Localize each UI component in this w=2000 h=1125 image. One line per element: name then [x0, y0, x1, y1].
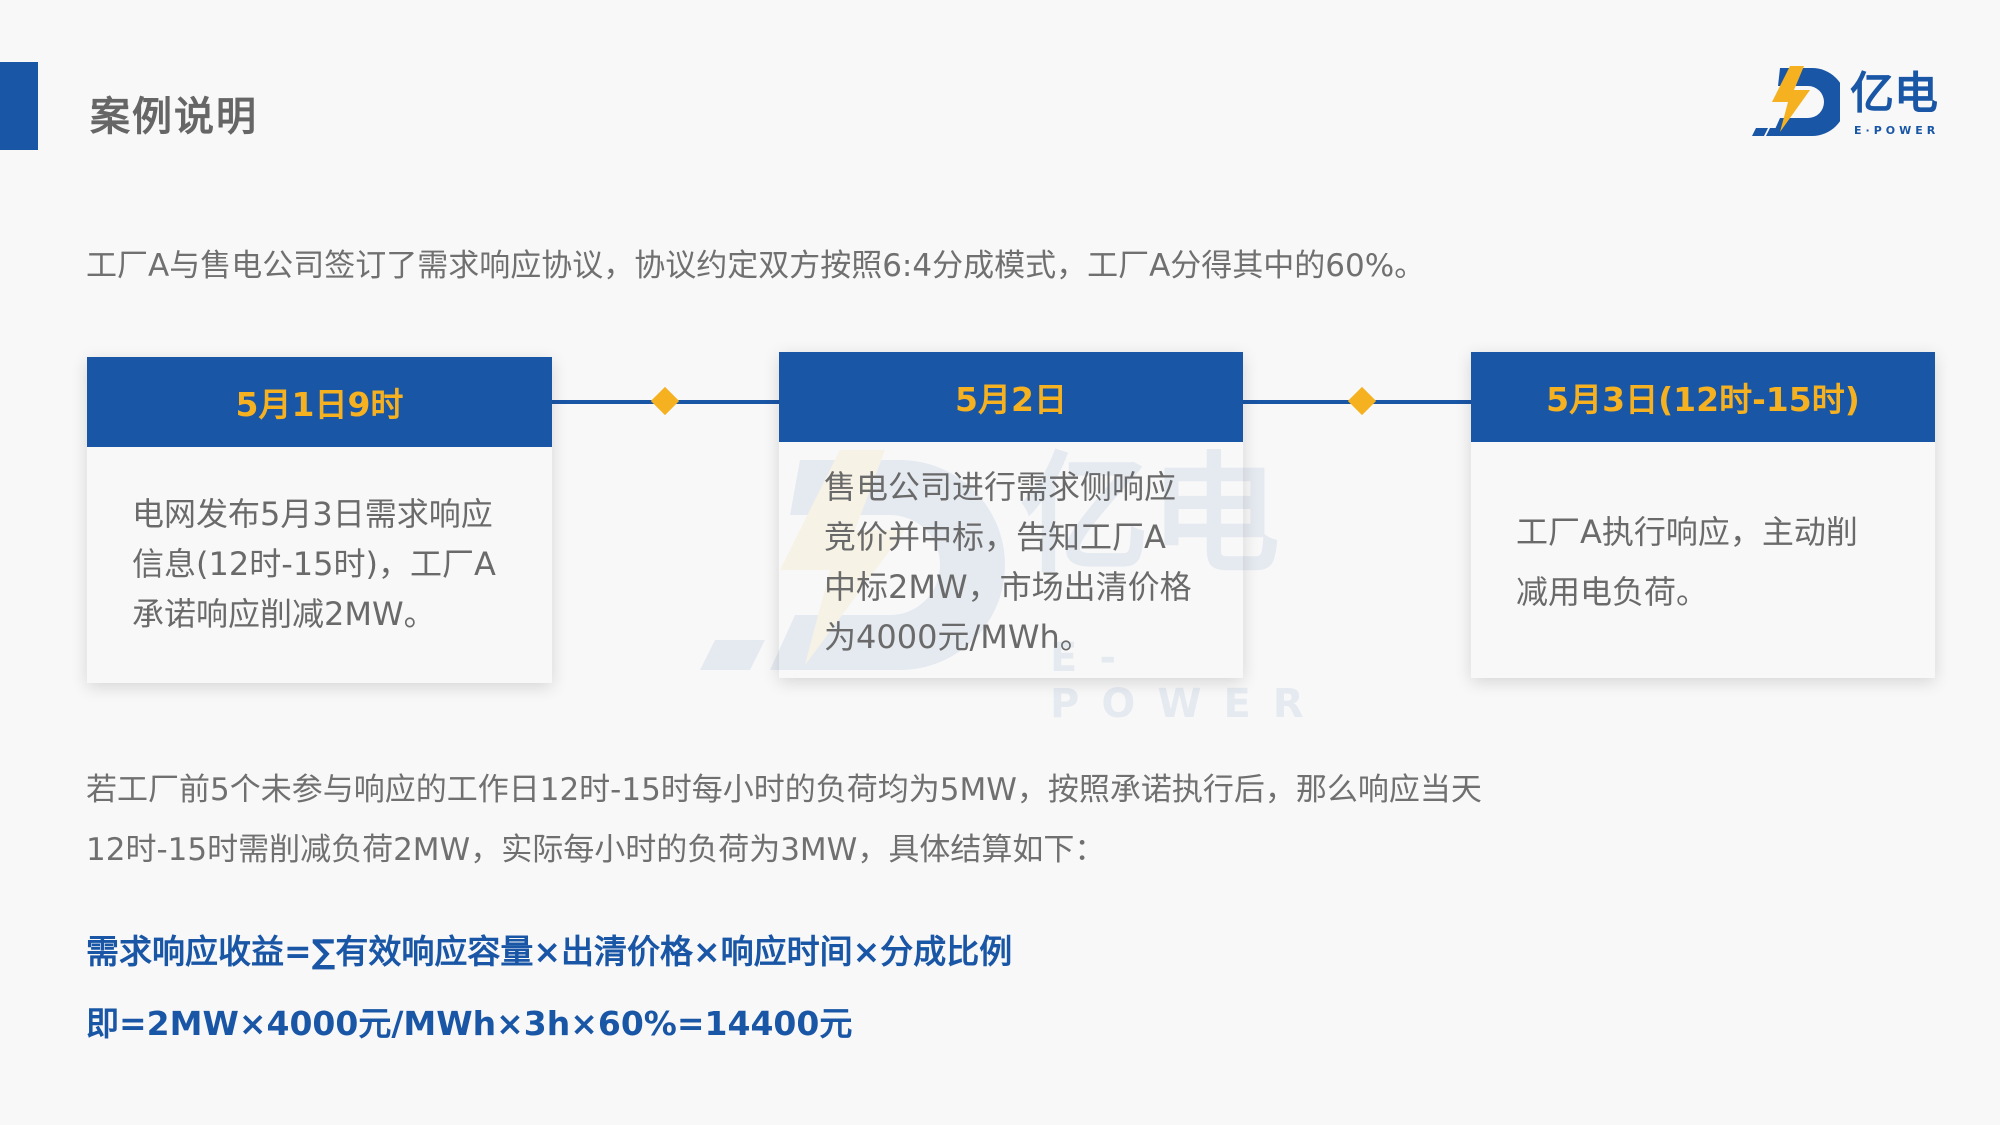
- timeline-card-body: 售电公司进行需求侧响应 竞价并中标，告知工厂A 中标2MW，市场出清价格 为40…: [824, 462, 1213, 662]
- intro-text: 工厂A与售电公司签订了需求响应协议，协议约定双方按照6:4分成模式，工厂A分得其…: [86, 248, 1426, 284]
- watermark-text: 亿电: [1020, 439, 1281, 591]
- timeline-marker-diamond: [1347, 386, 1377, 416]
- timeline-card: 5月2日 售电公司进行需求侧响应 竞价并中标，告知工厂A 中标2MW，市场出清价…: [779, 352, 1243, 678]
- explanation-paragraph: 若工厂前5个未参与响应的工作日12时-15时每小时的负荷均为5MW，按照承诺执行…: [86, 760, 1786, 880]
- paragraph-line: 12时-15时需削减负荷2MW，实际每小时的负荷为3MW，具体结算如下：: [86, 832, 1106, 868]
- paragraph-line: 若工厂前5个未参与响应的工作日12时-15时每小时的负荷均为5MW，按照承诺执行…: [86, 772, 1482, 808]
- card-text-line: 工厂A执行响应，主动削: [1516, 513, 1858, 551]
- lightning-logo-icon: [1752, 66, 1840, 136]
- logo-text: 亿电: [1850, 68, 1938, 119]
- page-title: 案例说明: [90, 94, 258, 140]
- brand-logo: 亿电 E·POWER: [1750, 62, 1940, 142]
- timeline-card-body: 工厂A执行响应，主动削 减用电负荷。: [1516, 502, 1905, 622]
- title-accent-bar: [0, 62, 38, 150]
- card-text-line: 信息(12时-15时)，工厂A: [132, 545, 496, 583]
- timeline-marker-diamond: [650, 386, 680, 416]
- timeline-card: 5月3日(12时-15时) 工厂A执行响应，主动削 减用电负荷。: [1471, 352, 1935, 678]
- watermark-logo-icon: [700, 450, 1005, 670]
- card-text-line: 电网发布5月3日需求响应: [132, 495, 493, 533]
- timeline-card: 5月1日9时 电网发布5月3日需求响应 信息(12时-15时)，工厂A 承诺响应…: [87, 357, 552, 683]
- card-text-line: 承诺响应削减2MW。: [132, 595, 436, 633]
- timeline-card-body: 电网发布5月3日需求响应 信息(12时-15时)，工厂A 承诺响应削减2MW。: [132, 489, 522, 639]
- card-text-line: 中标2MW，市场出清价格: [824, 568, 1192, 606]
- timeline-card-date: 5月3日(12时-15时): [1471, 352, 1935, 442]
- formula-line: 需求响应收益=∑有效响应容量×出清价格×响应时间×分成比例: [86, 932, 1013, 971]
- card-text-line: 为4000元/MWh。: [824, 618, 1092, 656]
- card-text-line: 减用电负荷。: [1516, 573, 1709, 611]
- watermark: 亿电 E-POWER: [690, 439, 1340, 727]
- logo-subtitle: E·POWER: [1854, 124, 1940, 137]
- timeline-card-date: 5月2日: [779, 352, 1243, 442]
- formula-result: 即=2MW×4000元/MWh×3h×60%=14400元: [86, 1004, 853, 1043]
- card-text-line: 售电公司进行需求侧响应: [824, 468, 1177, 506]
- card-text-line: 竞价并中标，告知工厂A: [824, 518, 1166, 556]
- watermark-subtitle: E-POWER: [1050, 635, 1326, 727]
- timeline-card-date: 5月1日9时: [87, 357, 552, 447]
